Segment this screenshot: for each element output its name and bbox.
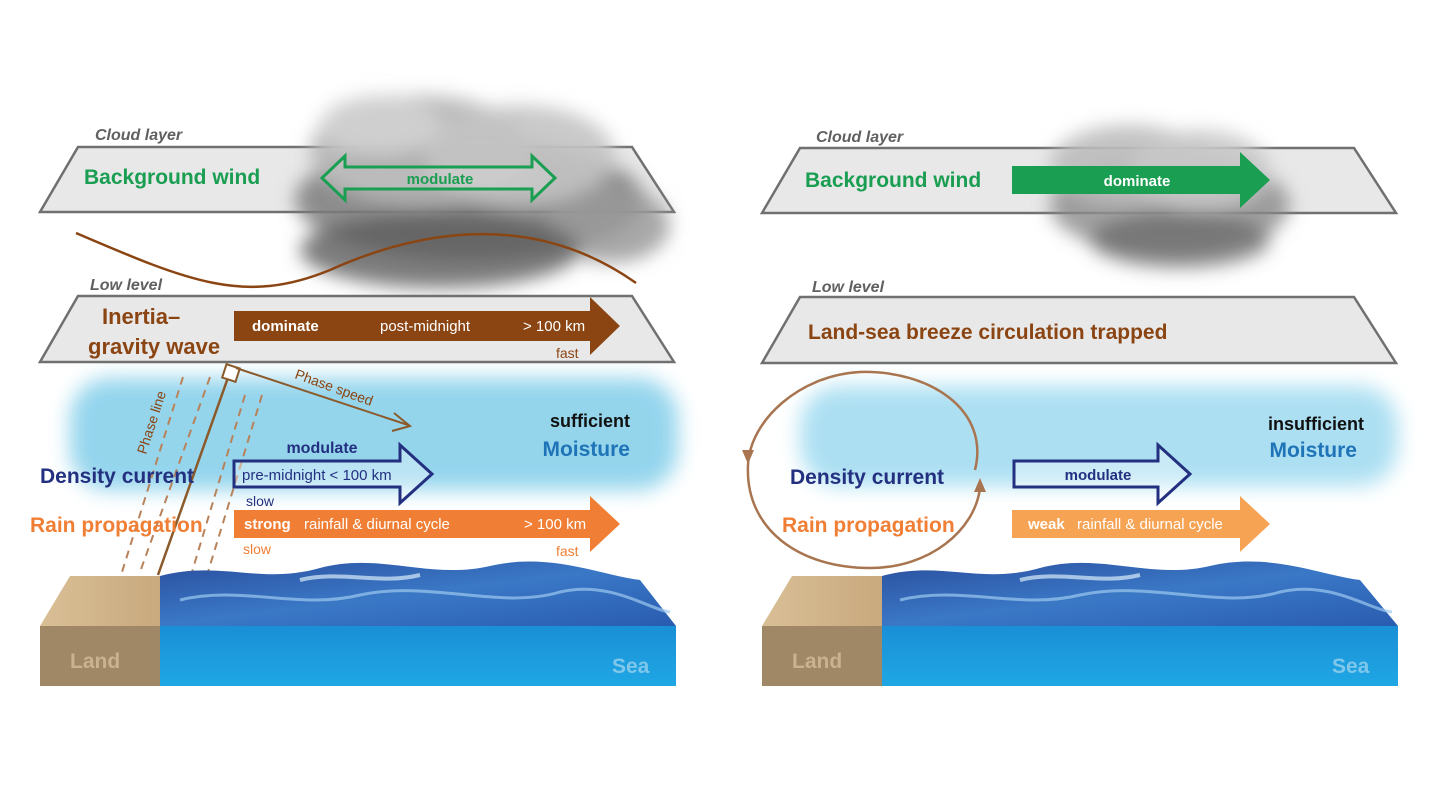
left-phase-speed-arrowhead bbox=[391, 412, 413, 432]
right-density-current-label: Density current bbox=[790, 466, 944, 489]
right-low-level-label: Low level bbox=[812, 279, 885, 296]
right-rain-arrow-bold: weak bbox=[1027, 516, 1065, 533]
left-low-level-label: Low level bbox=[90, 277, 163, 294]
left-phase-lines bbox=[121, 376, 263, 573]
left-panel: Cloud layer Background wind modulate Low… bbox=[30, 95, 678, 686]
right-panel: Cloud layer Background wind dominate Low… bbox=[742, 125, 1399, 686]
left-igw-speed: fast bbox=[556, 345, 579, 361]
right-land-label: Land bbox=[792, 650, 842, 673]
right-cloud-layer-label: Cloud layer bbox=[816, 129, 904, 146]
left-background-wind-label: Background wind bbox=[84, 166, 260, 189]
left-wave-curve bbox=[75, 231, 637, 289]
left-wind-arrow-label: modulate bbox=[407, 171, 474, 188]
left-igw-label-line1: Inertia– bbox=[102, 304, 180, 329]
left-density-current-label: Density current bbox=[40, 465, 194, 488]
left-rain-label: Rain propagation bbox=[30, 514, 203, 537]
left-moisture-qualifier: sufficient bbox=[550, 411, 630, 431]
left-igw-arrow-bold: dominate bbox=[252, 318, 319, 335]
right-cloud-icon bbox=[1050, 125, 1290, 268]
left-phase-speed-arrow bbox=[235, 367, 409, 426]
left-rain-speed-slow: slow bbox=[243, 541, 272, 557]
right-circulation-loop bbox=[746, 370, 982, 570]
left-igw-label-line2: gravity wave bbox=[88, 334, 220, 359]
right-dc-arrow-title: modulate bbox=[1065, 467, 1132, 484]
right-dc-arrow bbox=[1012, 441, 1193, 507]
left-cloud-layer-label: Cloud layer bbox=[95, 127, 183, 144]
left-dc-arrow-title: modulate bbox=[286, 440, 357, 457]
left-igw-arrow-time: post-midnight bbox=[380, 318, 471, 335]
left-cloud-icon bbox=[295, 95, 670, 288]
left-dc-arrow bbox=[232, 441, 435, 507]
left-dc-arrow-text: pre-midnight < 100 km bbox=[242, 467, 392, 484]
right-low-level-plane bbox=[759, 295, 1399, 365]
left-phase-line-solid bbox=[156, 371, 232, 576]
right-background-wind-label: Background wind bbox=[805, 169, 981, 192]
right-ground-block bbox=[762, 561, 1398, 686]
left-sea-label: Sea bbox=[612, 655, 650, 678]
right-sea-label: Sea bbox=[1332, 655, 1370, 678]
left-moisture-band bbox=[70, 378, 678, 490]
left-igw-arrow bbox=[234, 297, 620, 355]
right-rain-arrow bbox=[1012, 496, 1270, 552]
left-igw-arrow-range: > 100 km bbox=[523, 318, 585, 335]
left-rain-arrow-bold: strong bbox=[244, 516, 291, 533]
right-loop-arrowhead-left bbox=[742, 450, 754, 464]
right-moisture-band bbox=[800, 386, 1398, 486]
left-phase-right-angle-marker bbox=[220, 362, 242, 384]
left-wind-double-arrow bbox=[319, 152, 558, 204]
right-moisture-qualifier: insufficient bbox=[1268, 414, 1364, 434]
right-wind-arrow bbox=[1012, 152, 1270, 208]
left-dc-speed: slow bbox=[246, 493, 275, 509]
left-moisture-label: Moisture bbox=[542, 438, 630, 461]
left-ground-block bbox=[40, 561, 676, 686]
right-moisture-label: Moisture bbox=[1269, 439, 1357, 462]
right-rain-arrow-text: rainfall & diurnal cycle bbox=[1077, 516, 1223, 533]
right-rain-label: Rain propagation bbox=[782, 514, 955, 537]
right-wind-arrow-label: dominate bbox=[1104, 173, 1171, 190]
left-rain-speed-fast: fast bbox=[556, 543, 579, 559]
left-rain-arrow-text: rainfall & diurnal cycle bbox=[304, 516, 450, 533]
left-rain-arrow-range: > 100 km bbox=[524, 516, 586, 533]
left-rain-arrow bbox=[234, 496, 620, 552]
right-breeze-label: Land-sea breeze circulation trapped bbox=[808, 321, 1167, 344]
right-loop-arrowhead-right bbox=[974, 478, 986, 492]
left-land-label: Land bbox=[70, 650, 120, 673]
